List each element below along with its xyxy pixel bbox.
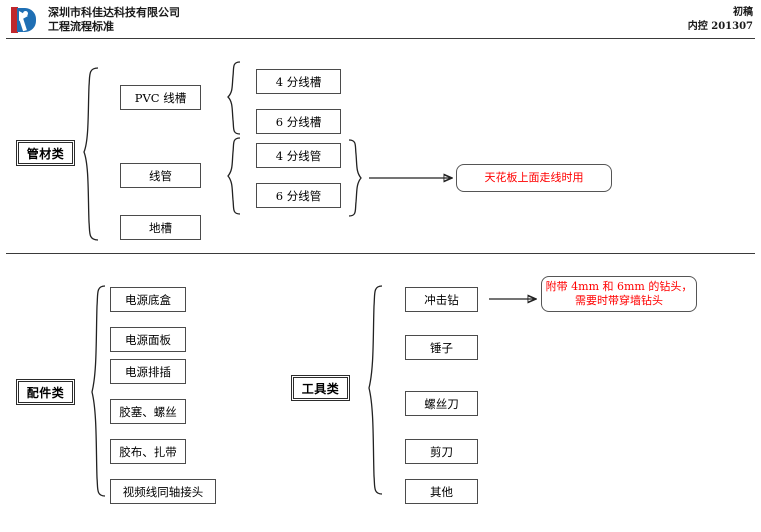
node-video-coax-connector[interactable]: 视频线同轴接头 — [110, 479, 216, 504]
category-tools[interactable]: 工具类 — [291, 375, 350, 401]
node-pvc-trunking[interactable]: PVC 线槽 — [120, 85, 201, 110]
node-hammer-drill[interactable]: 冲击钻 — [405, 287, 478, 312]
company-name-line2: 工程流程标准 — [48, 20, 114, 33]
note-drill-bits: 附带 4mm 和 6mm 的钻头， 需要时带穿墙钻头 — [541, 276, 697, 312]
node-power-strip[interactable]: 电源排插 — [110, 359, 186, 384]
node-plugs-screws[interactable]: 胶塞、螺丝 — [110, 399, 186, 424]
company-name-line1: 深圳市科佳达科技有限公司 — [48, 6, 180, 19]
node-other-tools[interactable]: 其他 — [405, 479, 478, 504]
brace-conduit-close — [348, 139, 362, 217]
node-screwdriver[interactable]: 螺丝刀 — [405, 391, 478, 416]
node-conduit-4fen[interactable]: 4 分线管 — [256, 143, 341, 168]
brace-pipes-main — [83, 67, 99, 241]
node-scissors[interactable]: 剪刀 — [405, 439, 478, 464]
node-floor-trunking[interactable]: 地槽 — [120, 215, 201, 240]
kejiada-logo-icon — [8, 6, 36, 34]
company-name: 深圳市科佳达科技有限公司 工程流程标准 — [48, 6, 180, 34]
doc-status: 初稿 — [733, 7, 753, 18]
category-pipes[interactable]: 管材类 — [16, 140, 75, 166]
header-divider — [6, 38, 755, 39]
brace-tools — [368, 285, 383, 495]
brace-pvc — [227, 61, 241, 135]
document-meta: 初稿 内控 201307 — [688, 6, 753, 34]
node-power-backbox[interactable]: 电源底盒 — [110, 287, 186, 312]
brace-parts — [91, 285, 106, 497]
page-header: 深圳市科佳达科技有限公司 工程流程标准 初稿 内控 201307 — [0, 0, 761, 38]
node-conduit[interactable]: 线管 — [120, 163, 201, 188]
node-pvc-4fen[interactable]: 4 分线槽 — [256, 69, 341, 94]
node-pvc-6fen[interactable]: 6 分线槽 — [256, 109, 341, 134]
note-ceiling-wiring: 天花板上面走线时用 — [456, 164, 612, 192]
category-parts[interactable]: 配件类 — [16, 379, 75, 405]
brace-conduit — [227, 137, 241, 215]
node-tape-ties[interactable]: 胶布、扎带 — [110, 439, 186, 464]
doc-code: 内控 201307 — [687, 21, 753, 32]
node-power-faceplate[interactable]: 电源面板 — [110, 327, 186, 352]
node-conduit-6fen[interactable]: 6 分线管 — [256, 183, 341, 208]
section-divider — [6, 253, 755, 254]
node-hammer[interactable]: 锤子 — [405, 335, 478, 360]
